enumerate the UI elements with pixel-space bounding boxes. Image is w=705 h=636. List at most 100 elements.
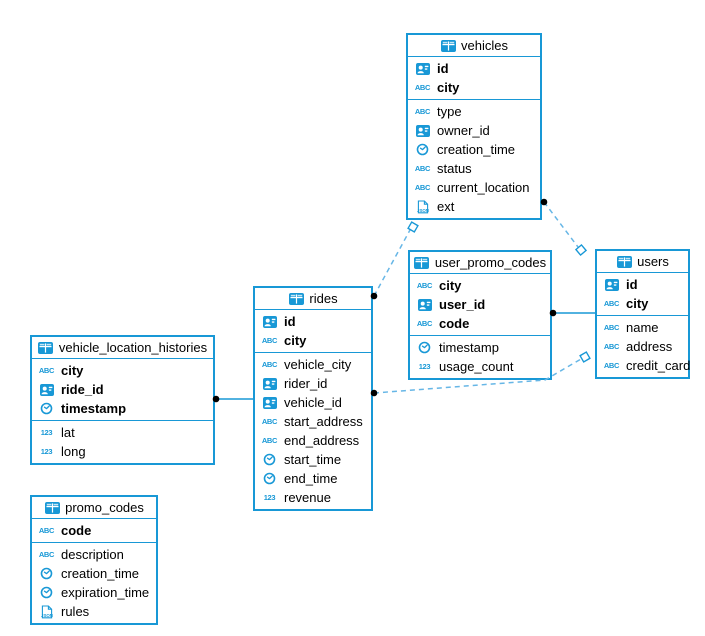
- column-user_id[interactable]: user_id: [410, 295, 550, 314]
- column-city[interactable]: ABC city: [408, 78, 540, 97]
- relationship-line-rides-to-vehicles[interactable]: [373, 229, 411, 297]
- text-type-icon: ABC: [603, 298, 620, 308]
- id-badge-icon: [602, 277, 621, 292]
- text-type-icon: ABC: [38, 549, 55, 559]
- text-type-icon: ABC: [416, 318, 433, 328]
- column-name: credit_card: [626, 358, 691, 373]
- table-header[interactable]: user_promo_codes: [410, 252, 550, 274]
- connection-square-marker: [579, 351, 591, 363]
- column-name: city: [626, 296, 649, 311]
- table-header[interactable]: vehicle_location_histories: [32, 337, 213, 359]
- column-timestamp[interactable]: timestamp: [32, 399, 213, 418]
- timestamp-icon: [415, 340, 434, 355]
- column-expiration_time[interactable]: expiration_time: [32, 583, 156, 602]
- connection-square-marker: [574, 243, 588, 257]
- column-name: id: [437, 61, 449, 76]
- text-type-icon: ABC: [261, 416, 278, 426]
- column-creation_time[interactable]: creation_time: [32, 564, 156, 583]
- column-rider_id[interactable]: rider_id: [255, 374, 371, 393]
- column-ride_id[interactable]: ride_id: [32, 380, 213, 399]
- column-name: name: [626, 320, 659, 335]
- column-end_address[interactable]: ABC end_address: [255, 431, 371, 450]
- column-name: city: [437, 80, 460, 95]
- column-name: ext: [437, 199, 455, 214]
- column-id[interactable]: id: [597, 275, 688, 294]
- table-header[interactable]: rides: [255, 288, 371, 310]
- column-vehicle_id[interactable]: vehicle_id: [255, 393, 371, 412]
- table-header[interactable]: users: [597, 251, 688, 273]
- table-icon: [414, 255, 430, 270]
- column-owner_id[interactable]: owner_id: [408, 121, 540, 140]
- column-name: vehicle_city: [284, 357, 352, 372]
- column-name: id: [626, 277, 638, 292]
- column-city[interactable]: ABC city: [597, 294, 688, 313]
- timestamp-icon: [260, 452, 279, 467]
- text-type-icon: ABC: [261, 435, 278, 445]
- id-badge-icon: [260, 376, 279, 391]
- table-title: vehicles: [461, 38, 508, 53]
- relationship-line-vehicles-to-users[interactable]: [543, 201, 579, 248]
- column-creation_time[interactable]: creation_time: [408, 140, 540, 159]
- column-name: city: [61, 363, 84, 378]
- column-start_time[interactable]: start_time: [255, 450, 371, 469]
- column-rules[interactable]: JSON rules: [32, 602, 156, 621]
- column-end_time[interactable]: end_time: [255, 469, 371, 488]
- column-id[interactable]: id: [408, 59, 540, 78]
- text-type-icon: ABC: [414, 82, 431, 92]
- column-start_address[interactable]: ABC start_address: [255, 412, 371, 431]
- column-name: end_time: [284, 471, 338, 486]
- connection-square-marker: [407, 221, 419, 233]
- column-name: description: [61, 547, 124, 562]
- table-title: users: [637, 254, 669, 269]
- id-badge-icon: [413, 123, 432, 138]
- json-type-icon: JSON: [37, 604, 56, 619]
- table-title: rides: [309, 291, 338, 306]
- id-badge-icon: [260, 314, 279, 329]
- text-type-icon: ABC: [261, 335, 278, 345]
- column-id[interactable]: id: [255, 312, 371, 331]
- column-description[interactable]: ABC description: [32, 545, 156, 564]
- id-badge-icon: [413, 61, 432, 76]
- column-name: end_address: [284, 433, 360, 448]
- column-name: start_address: [284, 414, 363, 429]
- column-name: timestamp: [439, 340, 499, 355]
- table-header[interactable]: vehicles: [408, 35, 540, 57]
- column-name: owner_id: [437, 123, 490, 138]
- column-name: long: [61, 444, 86, 459]
- table-header[interactable]: promo_codes: [32, 497, 156, 519]
- column-timestamp[interactable]: timestamp: [410, 338, 550, 357]
- column-name: rules: [61, 604, 90, 619]
- text-type-icon: ABC: [414, 163, 431, 173]
- column-name: ride_id: [61, 382, 104, 397]
